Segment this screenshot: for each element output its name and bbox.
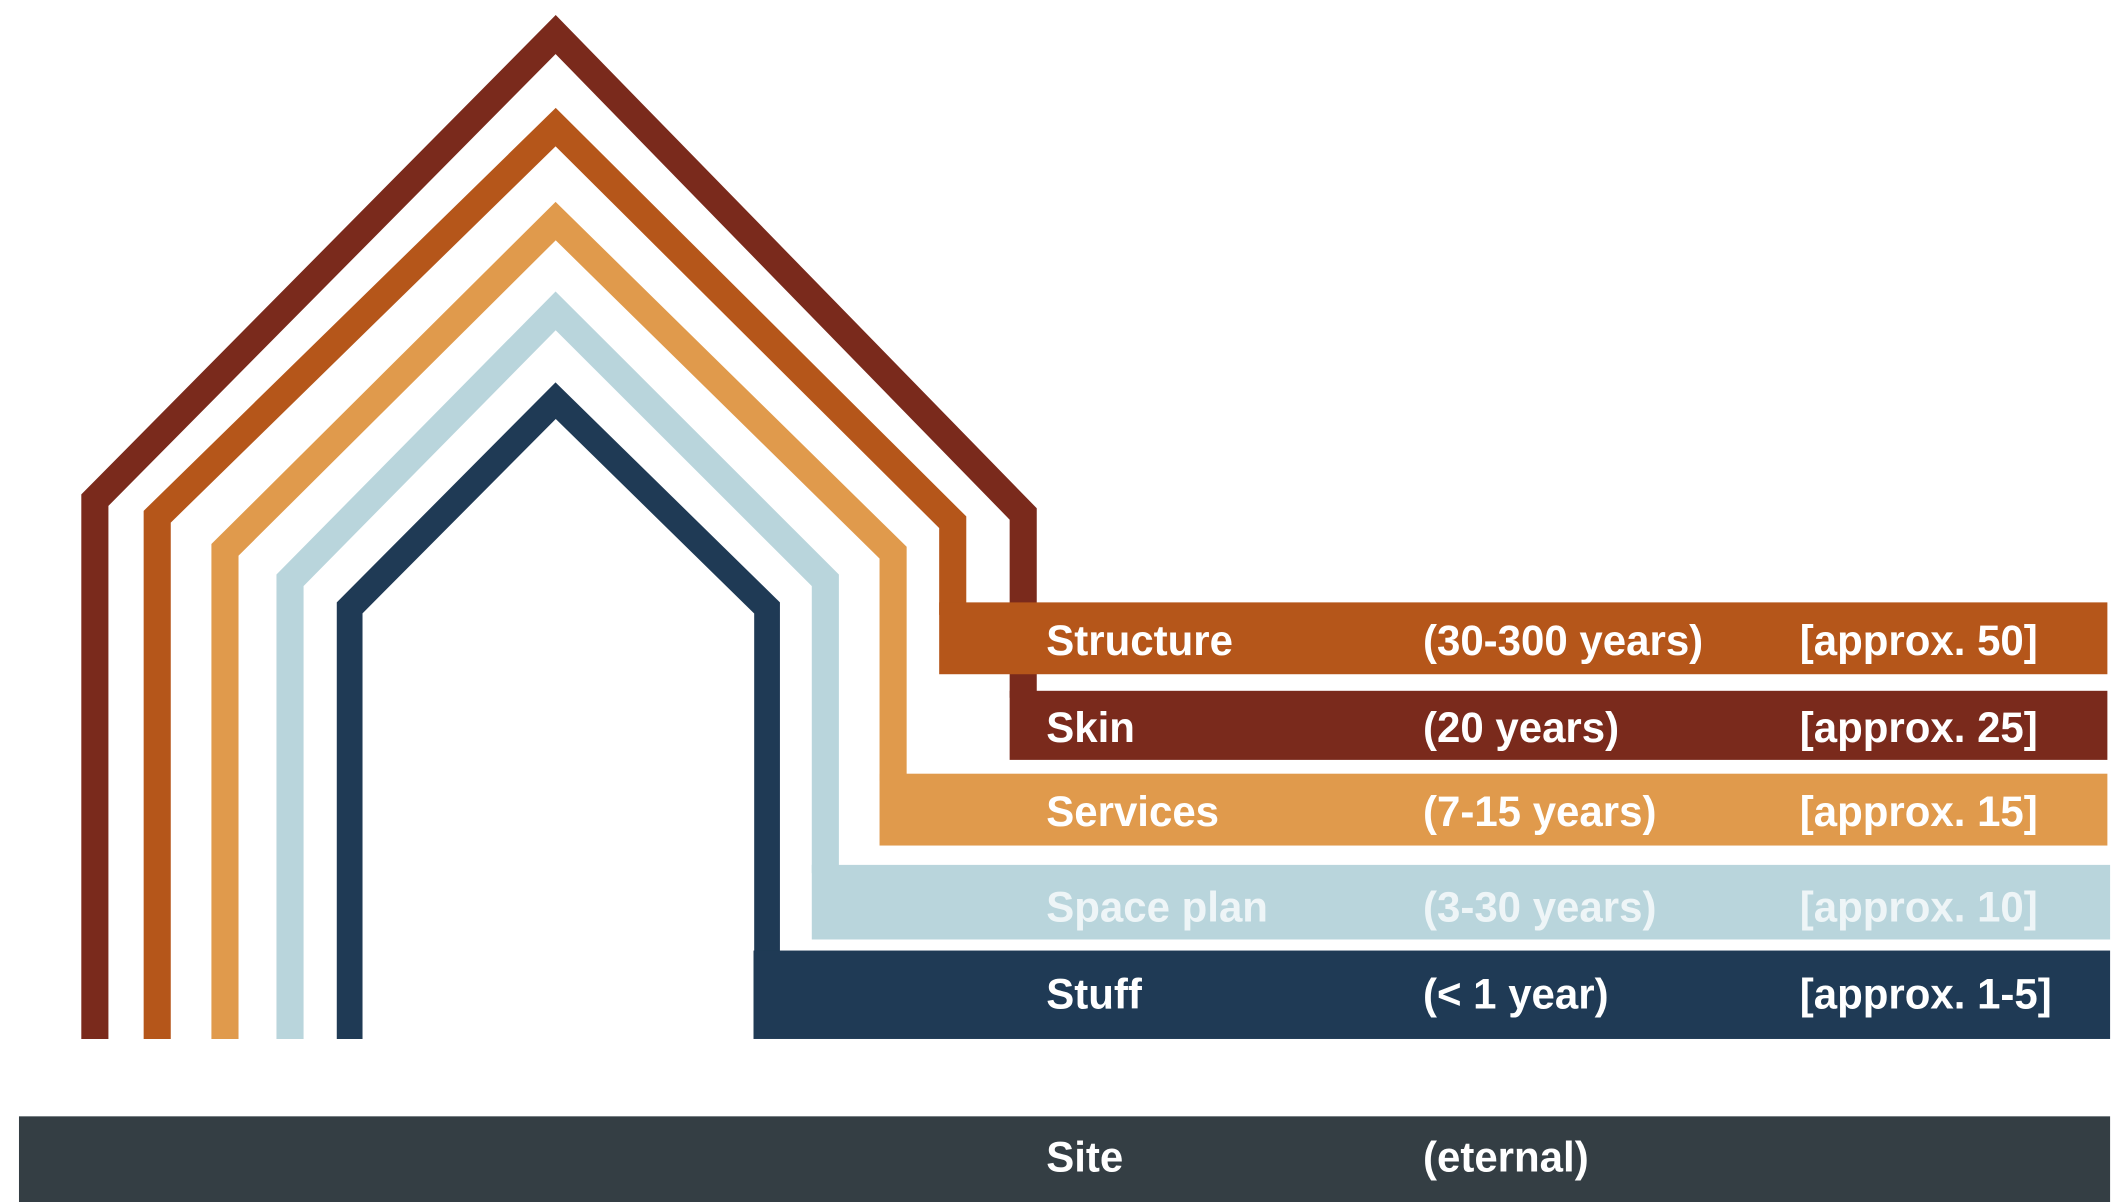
layer-stuff — [336, 382, 2111, 1039]
site-band — [18, 1116, 2111, 1202]
skin-house-outline — [81, 15, 1037, 1039]
services-label: Services — [1046, 788, 1219, 835]
skin-band — [1009, 690, 2108, 760]
layer-services — [211, 201, 2108, 1039]
structure-band — [939, 602, 2108, 675]
layer-site — [18, 1116, 2111, 1202]
layer-skin — [81, 15, 2108, 1039]
services-period: (7-15 years) — [1423, 788, 1656, 835]
layer-space-plan — [276, 291, 2111, 1039]
skin-approx: [approx. 25] — [1800, 704, 2038, 751]
services-approx: [approx. 15] — [1800, 788, 2038, 835]
space-plan-label: Space plan — [1046, 883, 1268, 930]
space-plan-period: (3-30 years) — [1423, 883, 1656, 930]
stuff-band — [753, 950, 2111, 1039]
stuff-label: Stuff — [1046, 970, 1142, 1017]
skin-label: Skin — [1046, 704, 1135, 751]
space-plan-approx: [approx. 10] — [1800, 883, 2038, 930]
space-plan-band — [811, 864, 2111, 940]
structure-period: (30-300 years) — [1423, 617, 1703, 664]
structure-house-outline — [143, 107, 967, 1039]
site-label: Site — [1046, 1133, 1123, 1180]
site-period: (eternal) — [1423, 1133, 1589, 1180]
stuff-period: (< 1 year) — [1423, 970, 1609, 1017]
space-plan-house-outline — [276, 291, 839, 1039]
stuff-house-outline — [336, 382, 780, 1039]
structure-label: Structure — [1046, 617, 1233, 664]
skin-period: (20 years) — [1423, 704, 1619, 751]
layer-structure — [143, 107, 2108, 1039]
services-band — [879, 773, 2108, 846]
services-house-outline — [211, 201, 907, 1039]
structure-approx: [approx. 50] — [1800, 617, 2038, 664]
stuff-approx: [approx. 1-5] — [1800, 970, 2052, 1017]
